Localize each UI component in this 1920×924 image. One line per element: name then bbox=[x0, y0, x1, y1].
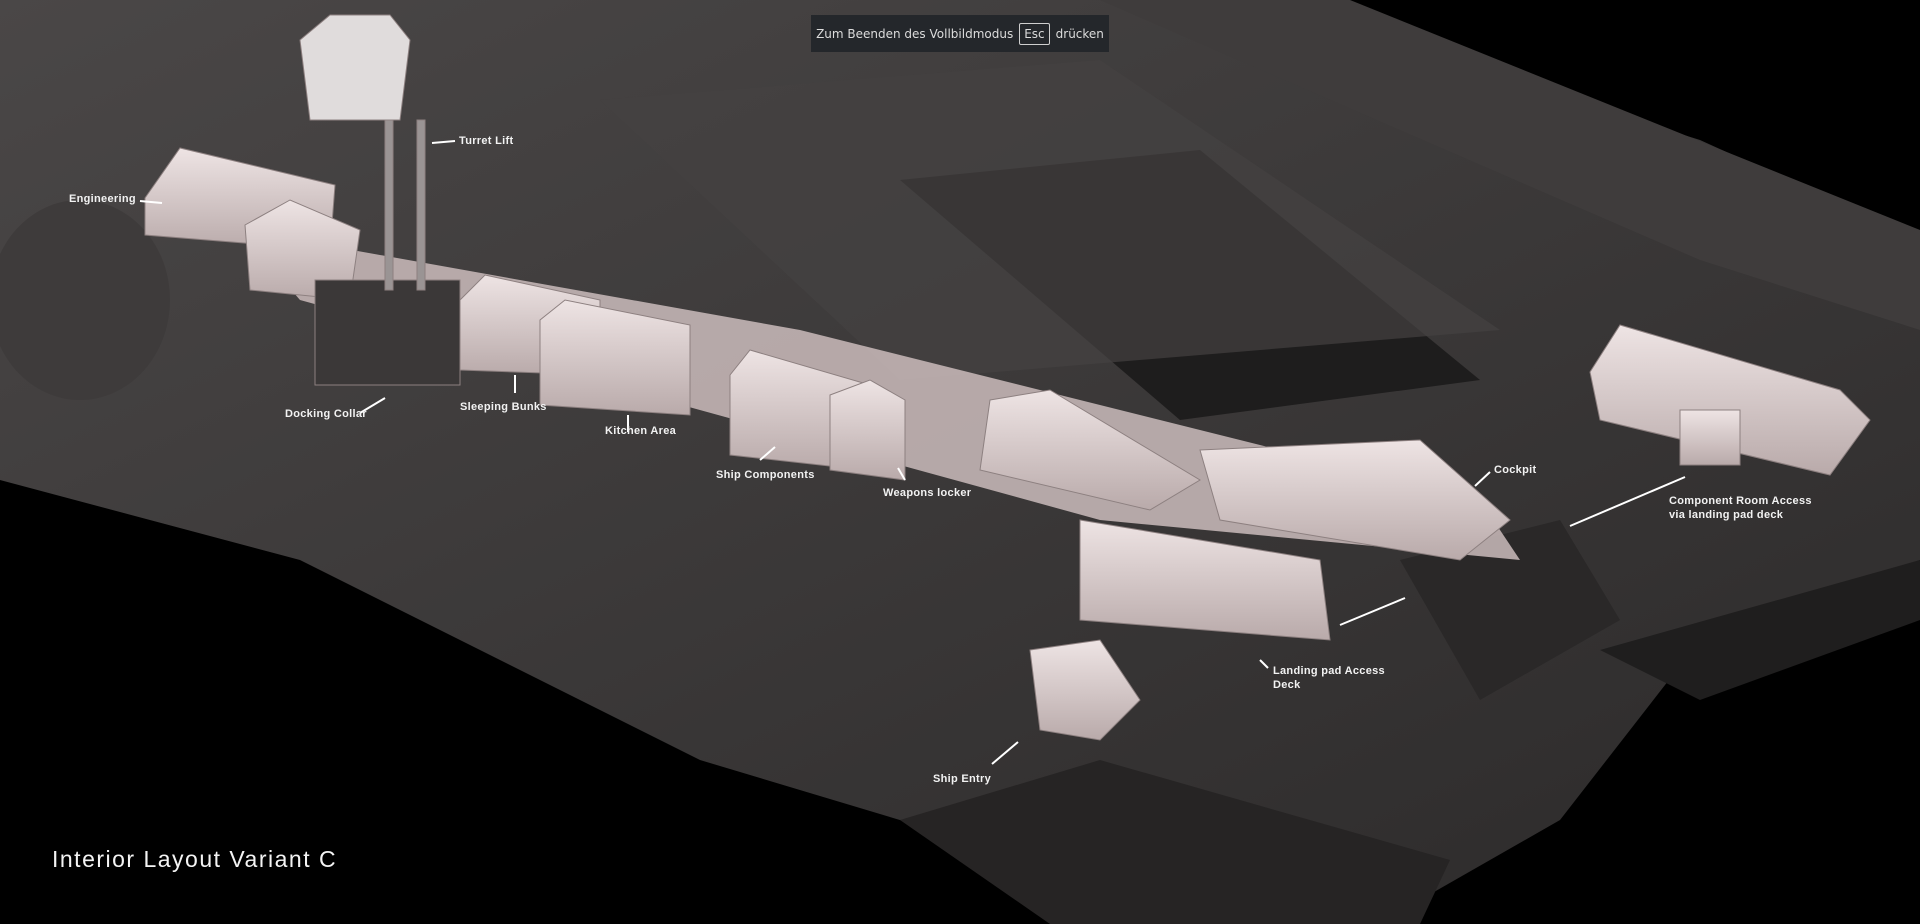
label-docking-collar: Docking Collar bbox=[285, 408, 367, 420]
layout-title: Interior Layout Variant C bbox=[52, 846, 338, 872]
callout-arrows bbox=[139, 140, 1686, 765]
notice-text-end: drücken bbox=[1055, 26, 1104, 41]
label-ship-components: Ship Components bbox=[716, 469, 815, 481]
label-weapons-locker: Weapons locker bbox=[883, 487, 972, 499]
label-cockpit: Cockpit bbox=[1494, 464, 1537, 476]
label-line-1: Component Room Access bbox=[1669, 495, 1812, 507]
esc-key-badge: Esc bbox=[1019, 22, 1050, 45]
label-line-2: via landing pad deck bbox=[1669, 509, 1784, 521]
label-line-1: Landing pad Access bbox=[1273, 665, 1385, 677]
label-sleeping-bunks: Sleeping Bunks bbox=[460, 401, 547, 413]
fullscreen-exit-notice: Zum Beenden des Vollbildmodus Esc drücke… bbox=[811, 15, 1109, 52]
notice-text: Zum Beenden des Vollbildmodus bbox=[816, 26, 1014, 41]
label-turret-lift: Turret Lift bbox=[459, 135, 514, 147]
label-line-2: Deck bbox=[1273, 679, 1301, 691]
label-engineering: Engineering bbox=[69, 193, 136, 205]
label-kitchen-area: Kitchen Area bbox=[605, 425, 677, 437]
label-landing-pad-access: Landing pad Access Deck bbox=[1273, 664, 1385, 692]
label-ship-entry: Ship Entry bbox=[933, 773, 992, 785]
interior-modules bbox=[144, 14, 1871, 741]
label-component-room-access: Component Room Access via landing pad de… bbox=[1669, 494, 1812, 522]
